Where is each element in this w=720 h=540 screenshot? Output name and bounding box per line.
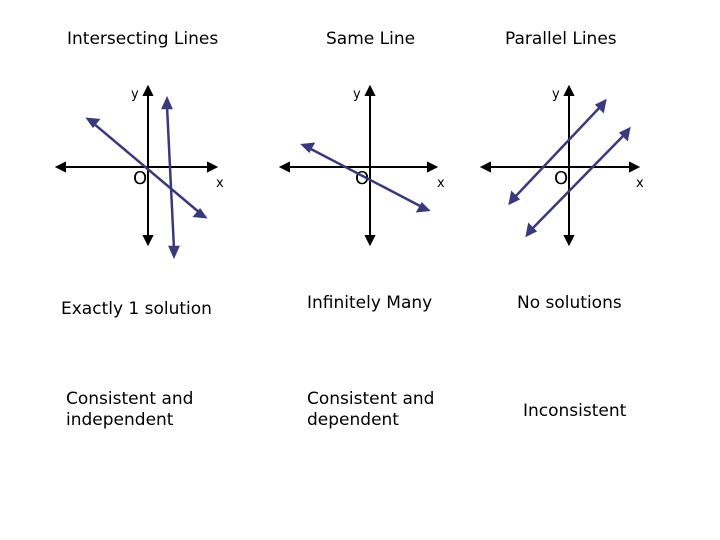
line-a-arrow-end <box>192 207 208 219</box>
solution-count-intersecting: Exactly 1 solution <box>61 299 212 319</box>
solution-count-same-line: Infinitely Many <box>307 293 433 313</box>
line-b <box>165 105 176 250</box>
line-parallel-b-arrow-end <box>618 126 631 142</box>
y-axis-label: y <box>353 87 361 102</box>
line-a <box>92 122 201 214</box>
panel-title-parallel: Parallel Lines <box>505 29 617 49</box>
line-a-arrow-start <box>85 117 101 129</box>
x-axis-label: x <box>437 176 445 191</box>
y-axis-arrow-up <box>142 84 154 96</box>
solution-count-parallel: No solutions <box>517 293 622 313</box>
line-parallel-a <box>513 105 602 199</box>
y-axis-arrow-down <box>364 235 376 247</box>
y-axis-arrow-up <box>364 84 376 96</box>
line-parallel-a-arrow-end <box>594 98 607 114</box>
line-b-arrow-end <box>168 245 180 260</box>
line-parallel-a-arrow-start <box>508 190 521 206</box>
classification-same-line: Consistent and dependent <box>307 389 435 430</box>
y-axis-arrow-down <box>563 235 575 247</box>
x-axis-arrow-right <box>207 161 219 173</box>
line-parallel-b-arrow-start <box>525 222 538 238</box>
x-axis-label: x <box>216 176 224 191</box>
line-same-arrow-start <box>300 142 316 154</box>
line-b-arrow-start <box>161 95 173 110</box>
x-axis-label: x <box>636 176 644 191</box>
line-same-arrow-end <box>415 201 431 213</box>
panel-title-intersecting: Intersecting Lines <box>67 29 219 49</box>
origin-label: O <box>554 168 568 189</box>
y-axis-arrow-up <box>563 84 575 96</box>
y-axis-label: y <box>131 87 139 102</box>
panel-title-same-line: Same Line <box>326 29 416 49</box>
x-axis-arrow-left <box>278 161 290 173</box>
y-axis-arrow-down <box>142 235 154 247</box>
line-parallel-b <box>530 133 626 231</box>
x-axis-arrow-left <box>479 161 491 173</box>
line-same <box>308 146 423 209</box>
x-axis-arrow-right <box>427 161 439 173</box>
classification-parallel: Inconsistent <box>523 401 627 421</box>
origin-label: O <box>133 168 147 189</box>
x-axis-arrow-left <box>54 161 66 173</box>
classification-intersecting: Consistent and independent <box>66 389 194 430</box>
x-axis-arrow-right <box>629 161 641 173</box>
y-axis-label: y <box>552 87 560 102</box>
